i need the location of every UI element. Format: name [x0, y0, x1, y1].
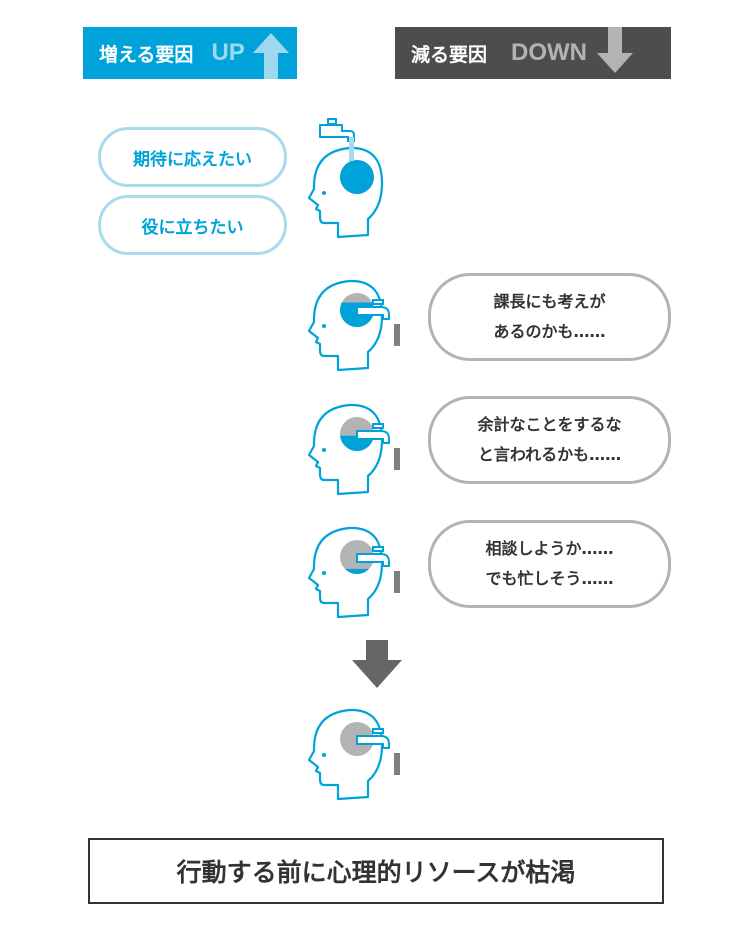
- arrow-down-icon: [597, 27, 633, 73]
- resource-level-fill: [340, 160, 374, 194]
- bubble-line: 余計なことをするな: [477, 415, 622, 434]
- bubble-line: でも忙しそう……: [485, 569, 614, 588]
- head-icon: [307, 526, 400, 619]
- faucet-icon: [319, 118, 355, 161]
- header-tag: UP: [211, 39, 245, 66]
- down-factor-bubble: 相談しようか…… でも忙しそう……: [428, 520, 671, 608]
- faucet-icon: [356, 299, 400, 346]
- arrow-up-icon: [252, 33, 289, 79]
- head-icon: [307, 279, 400, 372]
- conclusion-text: 行動する前に心理的リソースが枯渇: [176, 858, 576, 887]
- eye-icon: [322, 191, 326, 195]
- increase-factors-header: 増える要因 UP: [83, 27, 297, 79]
- bubble-line: と言われるかも……: [477, 445, 622, 464]
- faucet-icon: [356, 546, 400, 593]
- down-factor-bubble: 余計なことをするな と言われるかも……: [428, 396, 671, 484]
- resource-level-fill: [344, 568, 370, 574]
- up-factor-pill: 役に立ちたい: [98, 195, 287, 255]
- up-factor-text: 役に立ちたい: [141, 217, 244, 238]
- header-title: 減る要因: [411, 43, 488, 66]
- eye-icon: [322, 448, 326, 452]
- eye-icon: [322, 571, 326, 575]
- up-factor-text: 期待に応えたい: [133, 149, 252, 170]
- down-factor-bubble: 課長にも考えが あるのかも……: [428, 273, 671, 361]
- faucet-icon: [356, 728, 400, 775]
- up-factor-pill: 期待に応えたい: [98, 127, 287, 187]
- head-icon: [307, 403, 400, 496]
- header-tag: DOWN: [511, 39, 587, 66]
- bubble-line: 相談しようか……: [485, 539, 614, 558]
- eye-icon: [322, 324, 326, 328]
- conclusion-box: 行動する前に心理的リソースが枯渇: [88, 838, 664, 904]
- down-arrow-icon: [352, 640, 402, 688]
- eye-icon: [322, 753, 326, 757]
- bubble-line: あるのかも……: [493, 322, 606, 341]
- bubble-line: 課長にも考えが: [493, 292, 606, 311]
- faucet-icon: [356, 423, 400, 470]
- head-icon: [307, 118, 384, 239]
- head-icon: [307, 708, 400, 801]
- decrease-factors-header: 減る要因 DOWN: [395, 27, 671, 79]
- header-title: 増える要因: [99, 43, 194, 66]
